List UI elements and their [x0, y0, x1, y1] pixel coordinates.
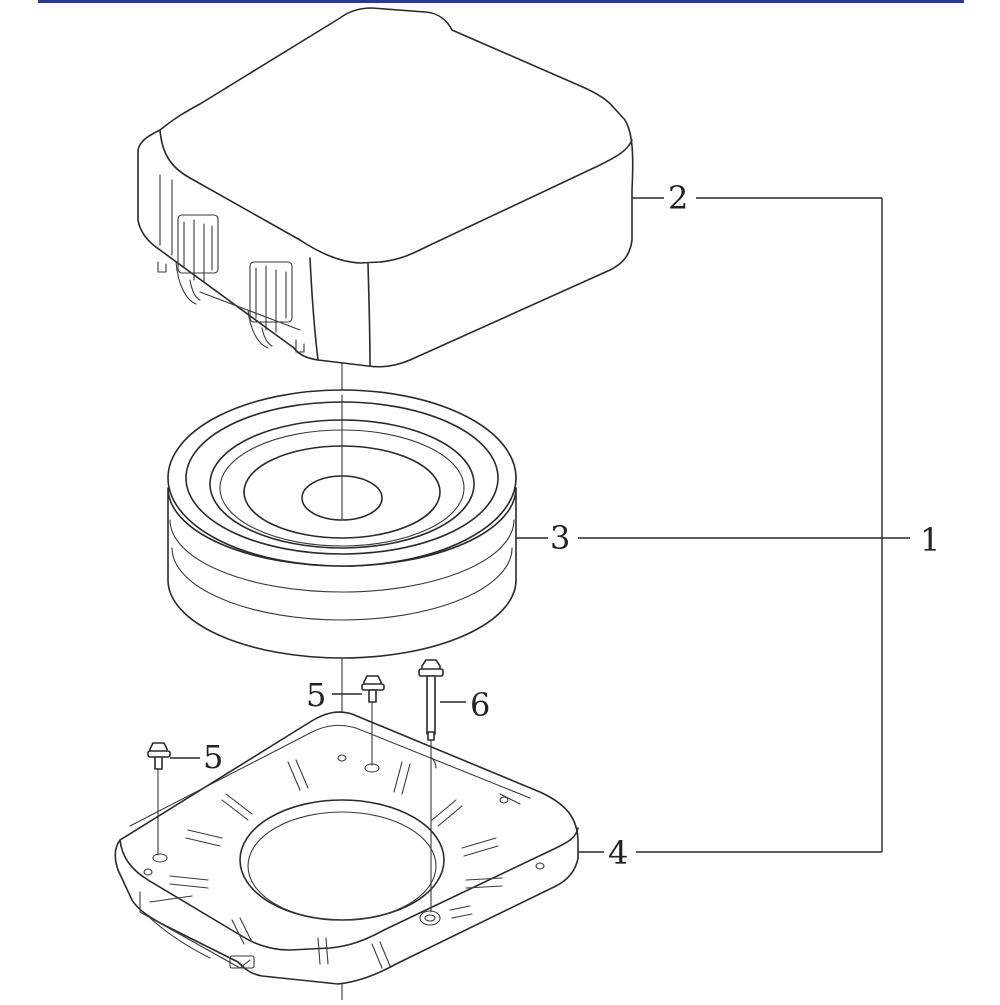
callout-filter-element: 3	[550, 519, 570, 557]
air-cleaner-cover	[137, 7, 634, 368]
long-bolt	[418, 659, 444, 913]
cover-latch	[247, 261, 293, 349]
callout-bolt: 6	[470, 686, 490, 724]
screw-lower	[147, 742, 171, 856]
callout-screw-lower: 5	[203, 738, 223, 776]
callout-base-plate: 4	[608, 834, 628, 872]
callout-screw-upper: 5	[306, 676, 326, 714]
base-plate	[114, 711, 579, 985]
filter-element	[167, 389, 517, 659]
plate-slots	[149, 759, 503, 969]
callout-cover: 2	[668, 179, 688, 217]
leader-lines	[170, 197, 910, 853]
screw-upper	[361, 675, 385, 766]
callout-assembly: 1	[920, 521, 940, 559]
cover-latch	[175, 214, 219, 305]
header-rule	[38, 0, 964, 3]
